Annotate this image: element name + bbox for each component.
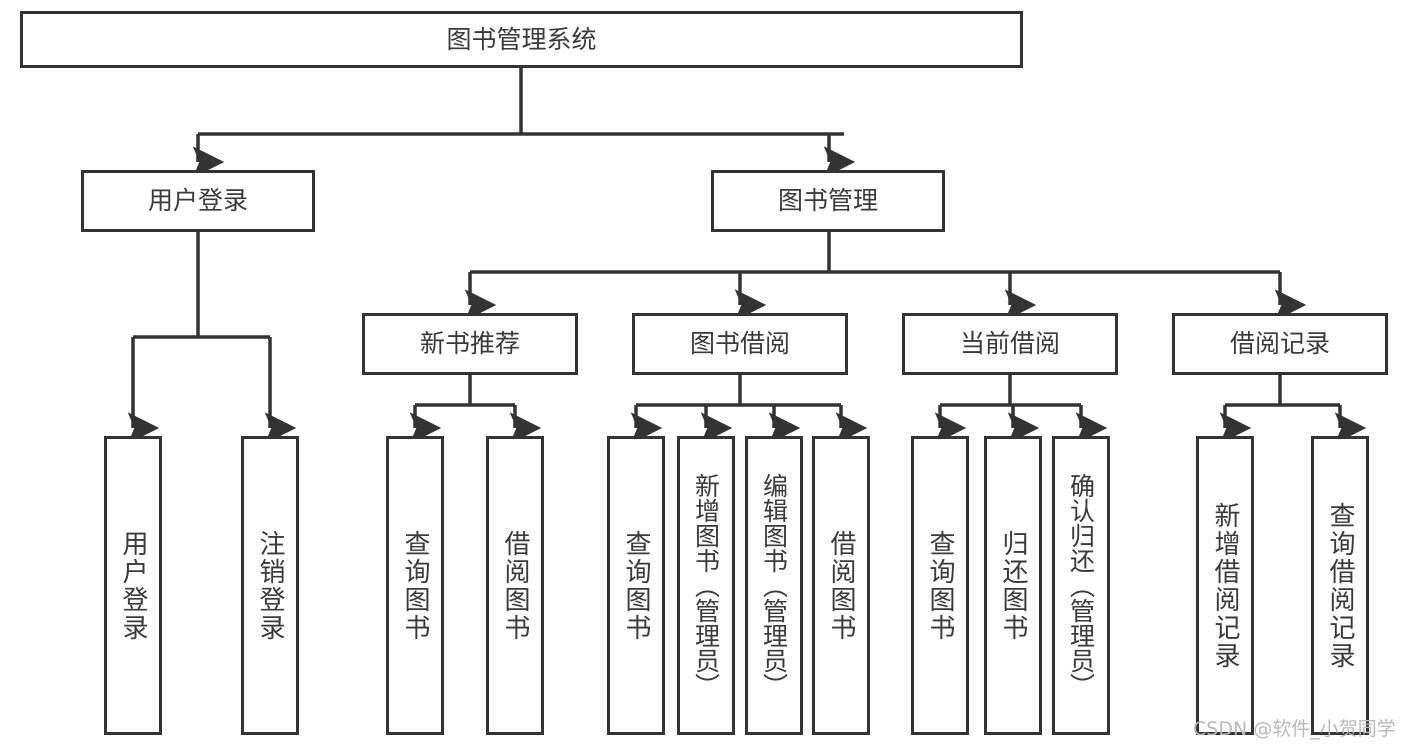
node-leaf-user-logout[interactable]: 注销登录	[241, 436, 299, 735]
node-leaf-query-book-current[interactable]: 查询图书	[911, 436, 969, 735]
node-borrow-record-label: 借阅记录	[1229, 329, 1330, 359]
node-leaf-query-borrow-record[interactable]: 查询借阅记录	[1311, 436, 1369, 735]
node-root-label: 图书管理系统	[446, 24, 597, 54]
node-leaf-edit-book-admin[interactable]: 编辑图书（管理员）	[745, 436, 803, 735]
node-new-book-rec[interactable]: 新书推荐	[362, 313, 578, 375]
node-current-borrow[interactable]: 当前借阅	[902, 313, 1118, 375]
node-leaf-return-book-label: 归还图书	[998, 529, 1028, 642]
node-book-borrow-label: 图书借阅	[689, 329, 790, 359]
node-new-book-rec-label: 新书推荐	[419, 329, 520, 359]
node-borrow-record[interactable]: 借阅记录	[1172, 313, 1388, 375]
node-current-borrow-label: 当前借阅	[959, 329, 1060, 359]
node-leaf-add-book-admin-label: 新增图书（管理员）	[691, 473, 721, 698]
node-leaf-add-borrow-record[interactable]: 新增借阅记录	[1196, 436, 1254, 735]
node-leaf-confirm-return-admin-label: 确认归还（管理员）	[1066, 473, 1096, 698]
node-leaf-borrow-book-rec-label: 借阅图书	[500, 529, 530, 642]
node-leaf-borrow-book-rec[interactable]: 借阅图书	[486, 436, 544, 735]
node-leaf-query-book-rec-label: 查询图书	[400, 529, 430, 642]
node-book-manage-label: 图书管理	[777, 186, 878, 216]
csdn-watermark: CSDN @软件_小贺同学	[1193, 718, 1396, 740]
node-leaf-return-book[interactable]: 归还图书	[984, 436, 1042, 735]
node-book-manage[interactable]: 图书管理	[711, 170, 945, 232]
node-leaf-query-book-borrow[interactable]: 查询图书	[607, 436, 665, 735]
node-leaf-add-borrow-record-label: 新增借阅记录	[1210, 501, 1240, 670]
node-leaf-add-book-admin[interactable]: 新增图书（管理员）	[677, 436, 735, 735]
node-leaf-query-book-borrow-label: 查询图书	[621, 529, 651, 642]
node-user-login[interactable]: 用户登录	[81, 170, 315, 232]
node-leaf-user-login[interactable]: 用户登录	[104, 436, 162, 735]
node-leaf-user-logout-label: 注销登录	[255, 529, 285, 642]
node-user-login-label: 用户登录	[147, 186, 248, 216]
node-leaf-query-book-current-label: 查询图书	[925, 529, 955, 642]
node-book-borrow[interactable]: 图书借阅	[632, 313, 848, 375]
node-leaf-confirm-return-admin[interactable]: 确认归还（管理员）	[1052, 436, 1110, 735]
node-leaf-edit-book-admin-label: 编辑图书（管理员）	[759, 473, 789, 698]
node-leaf-borrow-book-borrow[interactable]: 借阅图书	[812, 436, 870, 735]
node-leaf-user-login-label: 用户登录	[118, 529, 148, 642]
node-root[interactable]: 图书管理系统	[20, 11, 1023, 68]
node-leaf-query-book-rec[interactable]: 查询图书	[386, 436, 444, 735]
node-leaf-borrow-book-borrow-label: 借阅图书	[826, 529, 856, 642]
node-leaf-query-borrow-record-label: 查询借阅记录	[1325, 501, 1355, 670]
